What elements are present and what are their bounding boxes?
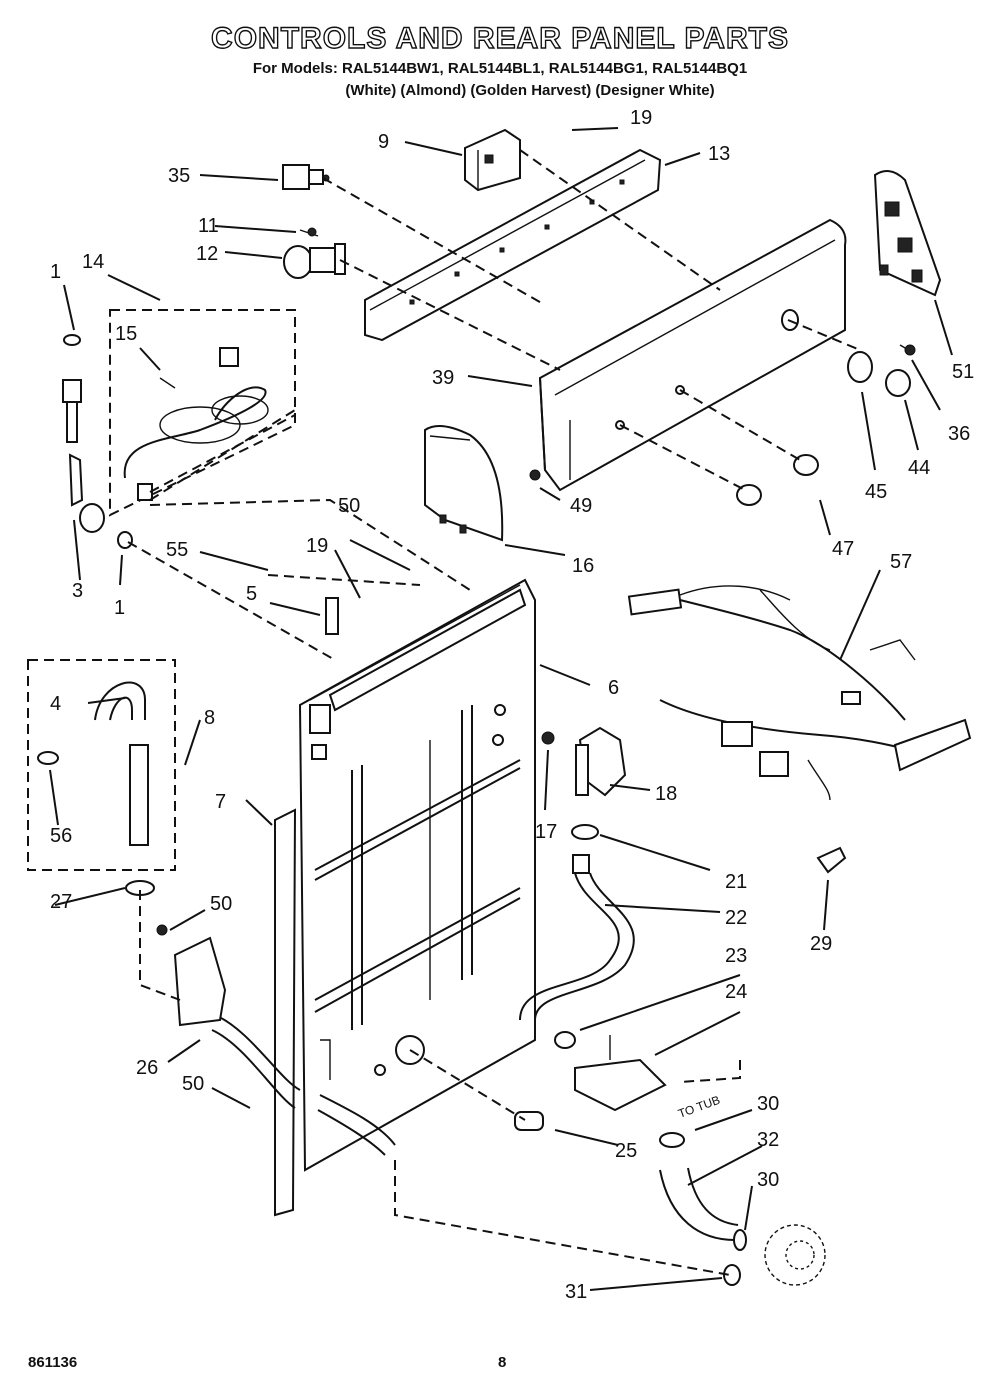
models-line: For Models: RAL5144BW1, RAL5144BL1, RAL5… [252,60,748,77]
label-part-25: 25 [615,1140,637,1162]
colors-line: (White) (Almond) (Golden Harvest) (Desig… [345,82,715,99]
label-part-12: 12 [196,243,218,265]
label-part-29: 29 [810,933,832,955]
label-part-15: 15 [115,323,137,345]
footer-code: 861136 [28,1354,78,1371]
to-tub-note: TO TUB [676,1093,722,1121]
console-panel [538,218,847,492]
page-title: CONTROLS AND REAR PANEL PARTS [210,21,789,55]
label-part-51: 51 [952,361,974,383]
label-part-22: 22 [725,907,747,929]
label-part-9: 9 [378,131,389,153]
part-labels: 1 3 1 4 5 6 7 8 9 11 12 13 14 15 16 17 1… [50,107,974,1303]
knobs [736,454,819,506]
end-cap-left [424,425,541,542]
end-cap-right [873,170,942,297]
label-part-7: 7 [215,791,226,813]
label-part-18: 18 [655,783,677,805]
label-part-56: 56 [50,825,72,847]
fill-hose [519,824,635,1021]
label-part-30: 30 [757,1093,779,1115]
power-cord-group [109,309,296,517]
label-part-50: 50 [338,495,360,517]
label-part-23: 23 [725,945,747,967]
label-part-45: 45 [865,481,887,503]
tub-drain-assembly [659,1132,826,1286]
inlet-hose-kit [27,659,176,896]
label-part-47: 47 [832,538,854,560]
label-part-44: 44 [908,457,930,479]
label-part-50b: 50 [210,893,232,915]
clip [325,597,339,635]
side-strip [274,808,297,1217]
water-level-switch [283,227,346,279]
label-part-5: 5 [246,583,257,605]
part-29 [816,846,847,874]
label-part-21: 21 [725,871,747,893]
water-valve [541,726,627,797]
label-part-39: 39 [432,367,454,389]
label-part-26: 26 [136,1057,158,1079]
rear-panel [298,578,536,1172]
page-number: 8 [498,1354,507,1371]
label-part-49: 49 [570,495,592,517]
label-part-35: 35 [168,165,190,187]
label-part-4: 4 [50,693,61,715]
label-part-3: 3 [72,580,83,602]
label-part-6: 6 [608,677,619,699]
label-part-24: 24 [725,981,747,1003]
timer [464,128,521,192]
label-part-32: 32 [757,1129,779,1151]
hose-bracket [156,924,227,1027]
label-part-30b: 30 [757,1169,779,1191]
label-part-8: 8 [204,707,215,729]
label-part-19: 19 [630,107,652,129]
label-part-36: 36 [948,423,970,445]
label-part-50c: 50 [182,1073,204,1095]
leader-lines [127,149,861,1276]
label-part-13: 13 [708,143,730,165]
drain-hose [211,1014,544,1156]
label-part-27: 27 [50,891,72,913]
panel-top-strip [328,588,527,712]
label-part-55: 55 [166,539,188,561]
wiring-harness [627,585,972,801]
label-part-14: 14 [82,251,104,273]
knob-assembly [847,344,916,397]
switch [282,164,330,190]
label-part-31: 31 [565,1281,587,1303]
label-part-11: 11 [198,215,219,237]
label-part-57: 57 [890,551,912,573]
label-part-1: 1 [50,261,61,283]
inlet-fitting [62,334,133,549]
label-part-19b: 19 [306,535,328,557]
label-part-1b: 1 [114,597,125,619]
label-part-17: 17 [535,821,557,843]
air-dome-bracket [554,1031,667,1112]
callout-arrows [49,127,953,1291]
label-part-16: 16 [572,555,594,577]
